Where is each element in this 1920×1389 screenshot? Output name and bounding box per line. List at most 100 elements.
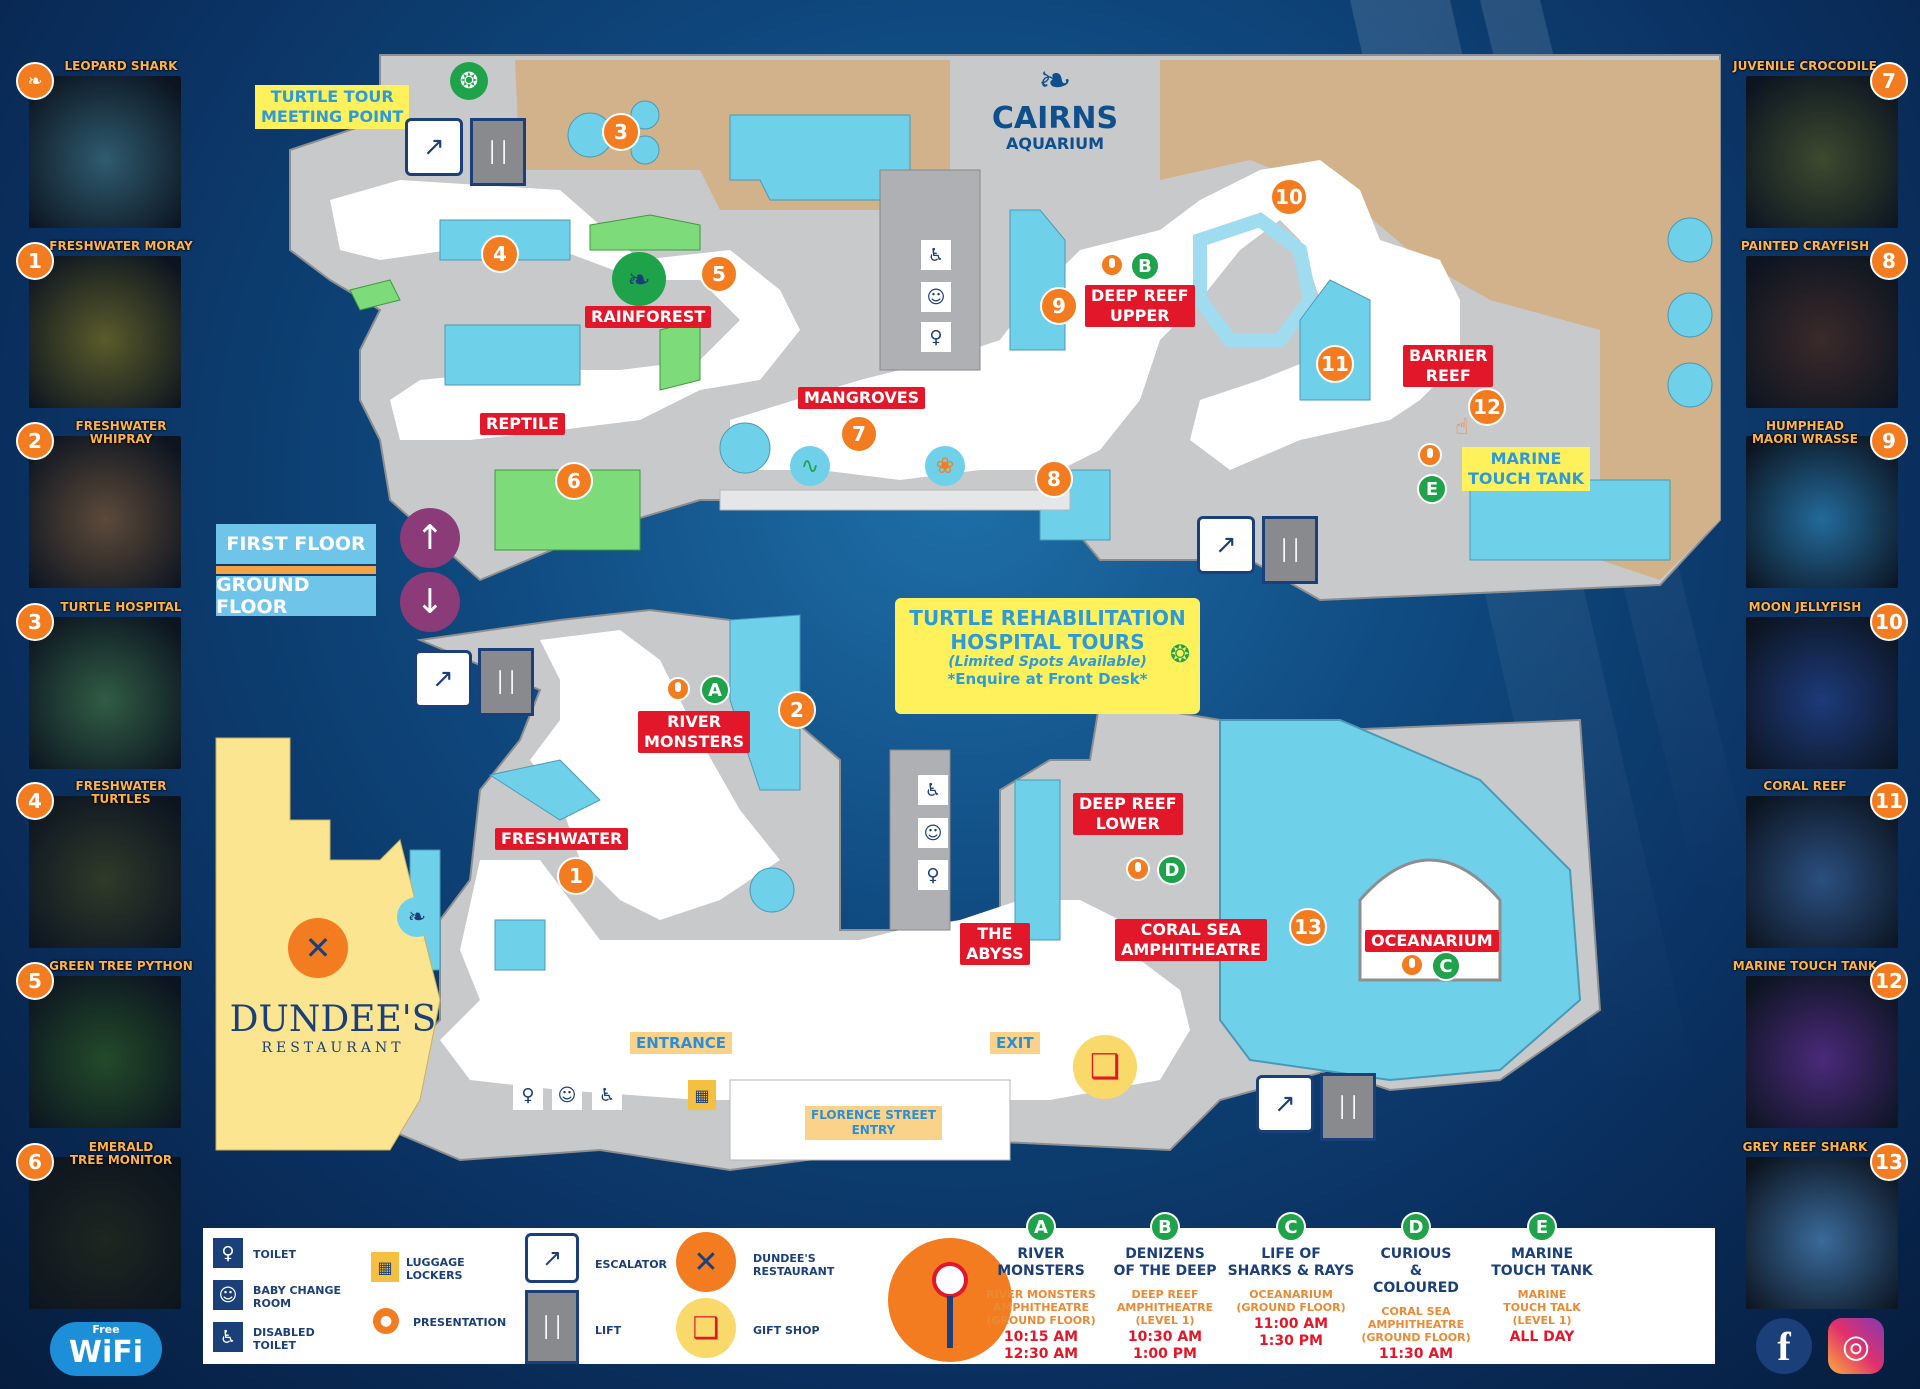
map-number-5[interactable]: 5 [700, 255, 738, 293]
lift-icon: ││ [525, 1290, 579, 1364]
disabled-toilet-icon[interactable]: ♿ [921, 240, 951, 270]
map-number-12[interactable]: 12 [1468, 388, 1506, 426]
florence-street-entry-label[interactable]: FLORENCE STREET ENTRY [805, 1106, 942, 1140]
lift-icon[interactable]: ││ [1320, 1073, 1376, 1141]
species-title: GREEN TREE PYTHON [49, 959, 193, 973]
map-legend: ♀ TOILET ☺ BABY CHANGE ROOM ♿ DISABLED T… [203, 1212, 1715, 1364]
presentation-marker-e[interactable] [1418, 443, 1442, 467]
schedule-location: CORAL SEA AMPHITHEATRE (GROUND FLOOR) [1361, 1305, 1471, 1344]
map-number-1[interactable]: 1 [557, 857, 595, 895]
species-photo [29, 1157, 181, 1309]
legend-baby-change-label: BABY CHANGE ROOM [253, 1284, 342, 1310]
schedule-location: MARINE TOUCH TALK (LEVEL 1) [1503, 1288, 1581, 1327]
presentation-marker-b[interactable] [1100, 253, 1124, 277]
presentation-letter-e[interactable]: E [1417, 474, 1447, 504]
species-title: MARINE TOUCH TANK [1732, 959, 1878, 973]
escalator-icon[interactable]: ↗ [1256, 1075, 1314, 1133]
zone-label-mangroves[interactable]: MANGROVES [798, 387, 926, 409]
map-number-9[interactable]: 9 [1040, 287, 1078, 325]
schedule-letter: A [1026, 1212, 1056, 1242]
schedule-name: CURIOUS & COLOURED [1373, 1246, 1459, 1296]
presentation-letter-d[interactable]: D [1157, 855, 1187, 885]
first-floor-button[interactable]: FIRST FLOOR [216, 524, 376, 564]
lift-icon[interactable]: ││ [478, 648, 534, 716]
species-number: 1 [16, 242, 54, 280]
marine-touch-tank-callout[interactable]: MARINE TOUCH TANK [1462, 447, 1591, 491]
zone-label-oceanarium[interactable]: OCEANARIUM [1365, 930, 1499, 952]
escalator-icon[interactable]: ↗ [414, 650, 472, 708]
restaurant-icon: ✕ [676, 1232, 736, 1292]
baby-change-icon[interactable]: ☺ [918, 818, 948, 848]
map-number-8[interactable]: 8 [1035, 460, 1073, 498]
zone-label-rainforest[interactable]: RAINFOREST [585, 306, 712, 328]
species-photo [1746, 76, 1898, 228]
disabled-toilet-icon: ♿ [213, 1322, 243, 1352]
zone-label-deep-reef-upper[interactable]: DEEP REEF UPPER [1085, 285, 1195, 327]
turtle-icon: ❂ [1169, 640, 1191, 668]
map-number-11[interactable]: 11 [1316, 345, 1354, 383]
entrance-label[interactable]: ENTRANCE [630, 1032, 732, 1054]
baby-change-icon[interactable]: ☺ [552, 1080, 582, 1110]
species-photo [1746, 1157, 1898, 1309]
presentation-letter-b[interactable]: B [1130, 251, 1160, 281]
zone-label-the-abyss[interactable]: THE ABYSS [960, 923, 1030, 965]
restaurant-title: DUNDEE'S [229, 999, 437, 1040]
legend-toilet-label: TOILET [253, 1248, 296, 1261]
toilet-icon[interactable]: ♀ [921, 322, 951, 352]
species-photo [29, 976, 181, 1128]
instagram-icon[interactable]: ◎ [1828, 1318, 1884, 1374]
map-number-2[interactable]: 2 [778, 691, 816, 729]
map-number-13[interactable]: 13 [1289, 908, 1327, 946]
gift-shop-icon[interactable]: ❑ [1073, 1035, 1137, 1099]
disabled-toilet-icon[interactable]: ♿ [592, 1080, 622, 1110]
zone-label-freshwater[interactable]: FRESHWATER [495, 828, 629, 850]
escalator-icon[interactable]: ↗ [1197, 516, 1255, 574]
zone-label-deep-reef-lower[interactable]: DEEP REEF LOWER [1073, 793, 1183, 835]
turtle-tour-meeting-point[interactable]: TURTLE TOUR MEETING POINT [255, 85, 410, 129]
restaurant-name[interactable]: DUNDEE'S RESTAURANT [228, 999, 438, 1057]
presentation-letter-a[interactable]: A [700, 675, 730, 705]
species-photo [29, 436, 181, 588]
facebook-icon[interactable]: f [1756, 1318, 1812, 1374]
wifi-badge[interactable]: Free WiFi [50, 1322, 162, 1376]
luggage-locker-icon[interactable]: ▦ [688, 1080, 716, 1110]
toilet-icon: ♀ [213, 1238, 243, 1268]
exit-label[interactable]: EXIT [990, 1032, 1040, 1054]
species-photo [29, 617, 181, 769]
arrow-down-icon[interactable]: ↓ [400, 572, 460, 632]
zone-label-barrier-reef[interactable]: BARRIER REEF [1403, 345, 1494, 387]
toilet-icon[interactable]: ♀ [513, 1080, 543, 1110]
lift-icon[interactable]: ││ [470, 118, 526, 186]
map-number-7[interactable]: 7 [840, 415, 878, 453]
escalator-icon[interactable]: ↗ [405, 118, 463, 176]
arrow-up-icon[interactable]: ↑ [400, 508, 460, 568]
presentation-marker-c[interactable] [1400, 953, 1424, 977]
presentation-marker-d[interactable] [1126, 857, 1150, 881]
zone-label-river-monsters[interactable]: RIVER MONSTERS [638, 711, 751, 753]
zone-label-coral-sea-amphitheatre[interactable]: CORAL SEA AMPHITHEATRE [1115, 919, 1267, 961]
species-number: 10 [1870, 603, 1908, 641]
disabled-toilet-icon[interactable]: ♿ [918, 775, 948, 805]
zone-label-reptile[interactable]: REPTILE [480, 413, 565, 435]
lift-icon[interactable]: ││ [1262, 516, 1318, 584]
map-number-3[interactable]: 3 [602, 113, 640, 151]
presentation-marker-a[interactable] [666, 677, 690, 701]
map-number-4[interactable]: 4 [481, 235, 519, 273]
schedule-times: 10:30 AM 1:00 PM [1127, 1329, 1203, 1362]
turtle-tour-box[interactable]: TURTLE REHABILITATION HOSPITAL TOURS (Li… [895, 598, 1200, 714]
species-title: HUMPHEAD MAORI WRASSE [1751, 419, 1859, 446]
species-title: EMERALD TREE MONITOR [69, 1140, 173, 1167]
ground-floor-button[interactable]: GROUND FLOOR [216, 574, 376, 618]
map-number-6[interactable]: 6 [555, 462, 593, 500]
toilet-icon[interactable]: ♀ [918, 860, 948, 890]
map-number-10[interactable]: 10 [1270, 178, 1308, 216]
presentation-letter-c[interactable]: C [1431, 951, 1461, 981]
baby-change-icon: ☺ [213, 1280, 243, 1310]
baby-change-icon[interactable]: ☺ [921, 282, 951, 312]
brand-name: CAIRNS [991, 101, 1119, 136]
